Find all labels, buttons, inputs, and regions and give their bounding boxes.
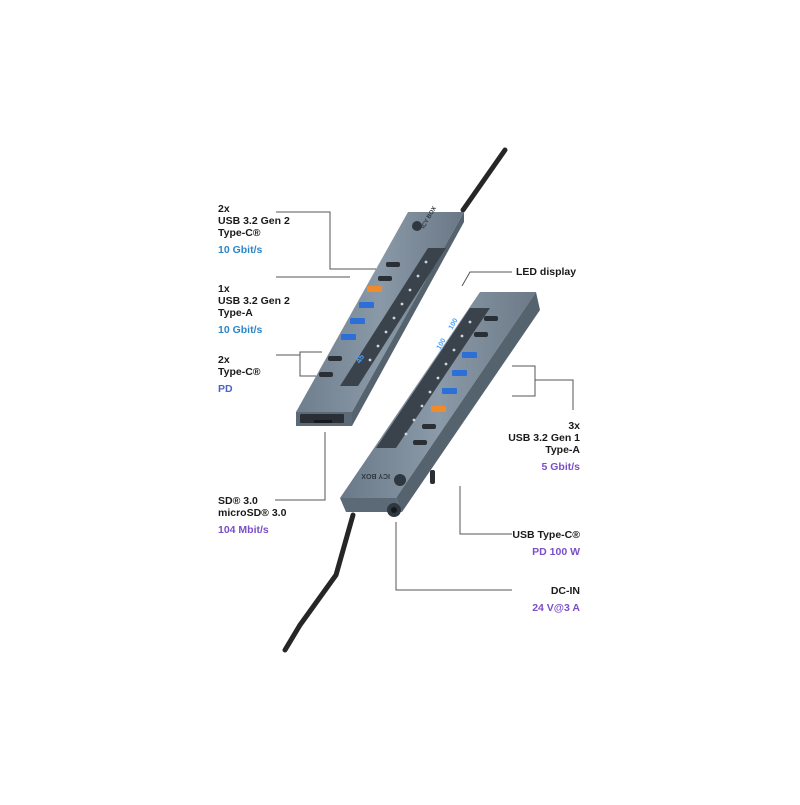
- led-readout-right-b: 100: [436, 337, 448, 351]
- hub-right: ICY BOX 100 100: [340, 292, 540, 517]
- usb-a-port-blue-icon: [359, 302, 374, 308]
- usb-c-port-icon: [328, 356, 342, 361]
- brand-text-right: ICY BOX: [361, 472, 390, 479]
- usb-c-port-icon: [413, 440, 427, 445]
- label-typec-pd: 2x Type-C® PD: [218, 354, 261, 395]
- usb-a-port-blue-icon: [350, 318, 365, 324]
- label-usb-c-pd100: USB Type-C® PD 100 W: [512, 529, 580, 558]
- brand-logo-icon: [394, 474, 406, 486]
- hub-left: ICY BOX 45: [296, 206, 464, 426]
- label-dc-in: DC-IN 24 V@3 A: [532, 585, 580, 614]
- usb-a-port-blue-icon: [452, 370, 467, 376]
- label-typea-gen1: 3x USB 3.2 Gen 1 Type-A 5 Gbit/s: [508, 420, 580, 473]
- usb-c-port-icon: [378, 276, 392, 281]
- usb-a-port-orange-icon: [367, 286, 382, 292]
- usb-c-port-icon: [386, 262, 400, 267]
- usb-a-port-blue-icon: [341, 334, 356, 340]
- sd-slot-icon: [300, 414, 344, 423]
- usb-c-port-icon: [474, 332, 488, 337]
- usb-a-port-blue-icon: [462, 352, 477, 358]
- usb-c-port-icon: [319, 372, 333, 377]
- microsd-slot-icon: [314, 420, 332, 423]
- label-led-display: LED display: [516, 266, 577, 278]
- usb-c-port-icon: [484, 316, 498, 321]
- usb-a-port-orange-icon: [431, 406, 446, 412]
- side-usb-c-port-icon: [430, 470, 435, 484]
- label-sd: SD® 3.0 microSD® 3.0 104 Mbit/s: [218, 495, 287, 536]
- label-typea-gen2: 1x USB 3.2 Gen 2 Type-A 10 Gbit/s: [218, 283, 290, 336]
- label-typec-gen2: 2x USB 3.2 Gen 2 Type-C® 10 Gbit/s: [218, 203, 290, 256]
- top-cable: [460, 147, 508, 213]
- brand-logo-icon: [412, 221, 422, 231]
- bottom-cable: [282, 512, 356, 653]
- usb-c-port-icon: [422, 424, 436, 429]
- led-readout-right-a: 100: [448, 317, 460, 331]
- usb-a-port-blue-icon: [442, 388, 457, 394]
